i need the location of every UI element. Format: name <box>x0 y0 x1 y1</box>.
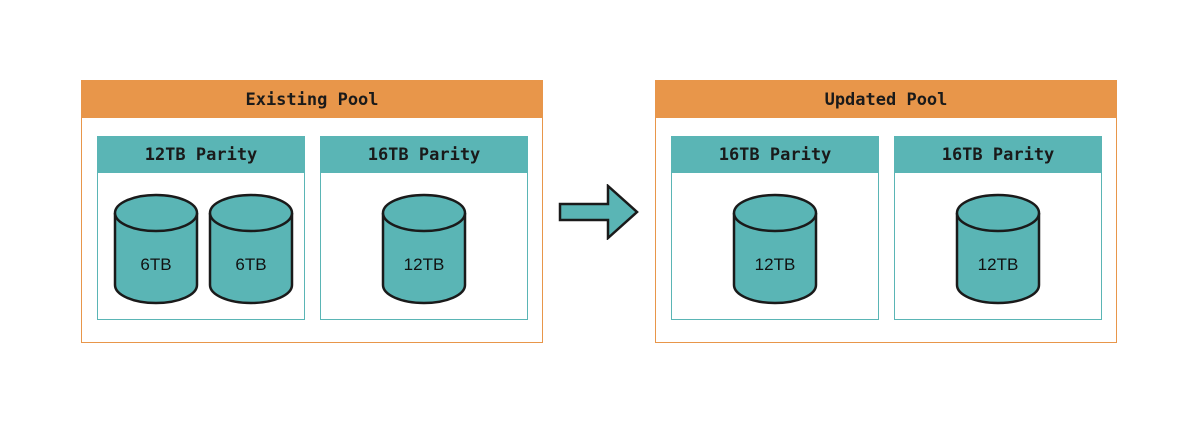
updated-pool: Updated Pool 16TB Parity 12TB 16TB Parit… <box>655 80 1117 343</box>
disk-drive-icon: 12TB <box>381 193 467 305</box>
parity-group: 16TB Parity 12TB <box>894 136 1102 320</box>
parity-group: 16TB Parity 12TB <box>320 136 528 320</box>
disk-drive-icon: 6TB <box>113 193 199 305</box>
drive-capacity-label: 12TB <box>403 255 445 274</box>
parity-group-title: 16TB Parity <box>895 137 1101 173</box>
drive-capacity-label: 6TB <box>235 255 267 274</box>
disk-drive-icon: 12TB <box>955 193 1041 305</box>
pool-title: Existing Pool <box>82 81 542 118</box>
drive-capacity-label: 6TB <box>140 255 172 274</box>
drive-capacity-label: 12TB <box>977 255 1019 274</box>
drive-capacity-label: 12TB <box>754 255 796 274</box>
parity-group: 16TB Parity 12TB <box>671 136 879 320</box>
parity-group-title: 16TB Parity <box>321 137 527 173</box>
disk-drive-icon: 12TB <box>732 193 818 305</box>
existing-pool: Existing Pool 12TB Parity 6TB 6TB 16TB P… <box>81 80 543 343</box>
parity-group: 12TB Parity 6TB 6TB <box>97 136 305 320</box>
pool-title: Updated Pool <box>656 81 1116 118</box>
right-arrow-icon <box>558 183 640 244</box>
parity-group-title: 12TB Parity <box>98 137 304 173</box>
parity-group-title: 16TB Parity <box>672 137 878 173</box>
disk-drive-icon: 6TB <box>208 193 294 305</box>
